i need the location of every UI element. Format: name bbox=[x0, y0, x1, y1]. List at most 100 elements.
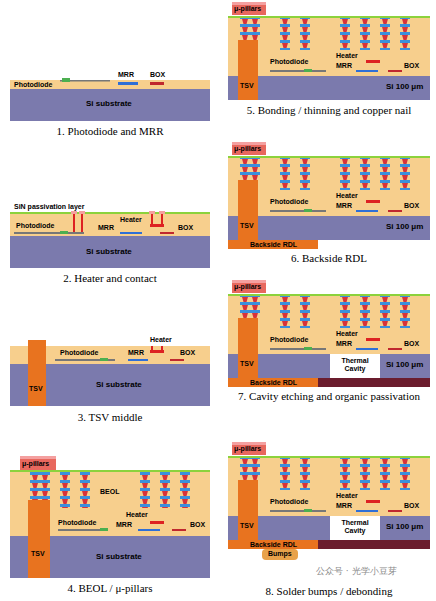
layer-shape bbox=[262, 549, 298, 560]
part-label: Si substrate bbox=[96, 552, 142, 561]
layer-shape bbox=[30, 472, 50, 500]
part-label: Si 100 μm bbox=[386, 522, 423, 531]
layer-shape bbox=[150, 521, 164, 524]
layer-shape bbox=[79, 211, 85, 214]
part-label: μ-pillars bbox=[234, 445, 261, 453]
layer-shape bbox=[318, 540, 430, 549]
layer-shape bbox=[20, 456, 56, 459]
part-label: Heater bbox=[336, 192, 358, 200]
layer-shape bbox=[10, 214, 210, 236]
part-label: TSV bbox=[240, 222, 254, 230]
layer-shape bbox=[10, 89, 210, 121]
part-label: Si substrate bbox=[86, 99, 132, 108]
layer-shape bbox=[330, 516, 380, 540]
layer-shape bbox=[160, 472, 170, 508]
part-label: μ-pillars bbox=[234, 5, 261, 13]
layer-shape bbox=[149, 211, 155, 214]
part-label: Photodiode bbox=[16, 222, 55, 230]
layer-shape bbox=[228, 142, 430, 240]
layer-shape bbox=[228, 378, 318, 387]
part-label: TSV bbox=[240, 360, 254, 368]
part-label: BOX bbox=[150, 71, 165, 79]
part-label: BOX bbox=[404, 340, 419, 348]
part-label: MRR bbox=[98, 224, 114, 232]
step-caption: 5. Bonding / thinning and copper nail bbox=[228, 104, 430, 117]
layer-shape bbox=[138, 529, 160, 531]
part-label: MRR bbox=[336, 340, 352, 348]
part-label: Photodiode bbox=[270, 198, 309, 206]
layer-shape bbox=[120, 232, 142, 234]
part-label: Si substrate bbox=[86, 247, 132, 256]
step3 bbox=[10, 340, 210, 406]
layer-shape bbox=[140, 472, 150, 508]
part-label: Heater bbox=[336, 330, 358, 338]
layer-shape bbox=[150, 350, 164, 353]
part-label: Thermal Cavity bbox=[330, 357, 380, 373]
part-label: BOX bbox=[404, 62, 419, 70]
layer-shape bbox=[151, 346, 153, 350]
layer-shape bbox=[160, 232, 174, 234]
part-label: SiN passivation layer bbox=[14, 203, 84, 211]
part-label: Si 100 μm bbox=[386, 82, 423, 91]
layer-shape bbox=[80, 472, 90, 508]
part-label: μ-pillars bbox=[234, 145, 261, 153]
layer-shape bbox=[60, 231, 68, 234]
layer-shape bbox=[73, 214, 75, 232]
step1 bbox=[10, 78, 210, 121]
layer-shape bbox=[228, 280, 430, 378]
layer-shape bbox=[151, 214, 153, 224]
layer-shape bbox=[10, 470, 210, 472]
layer-shape bbox=[28, 340, 46, 406]
step2 bbox=[10, 211, 210, 268]
part-label: Heater bbox=[150, 336, 172, 344]
part-label: Photodiode bbox=[270, 336, 309, 344]
layer-shape bbox=[58, 529, 108, 531]
layer-shape bbox=[330, 354, 380, 378]
part-label: Heater bbox=[336, 492, 358, 500]
watermark: 公众号 · 光学小豆芽 bbox=[316, 566, 397, 577]
layer-shape bbox=[172, 529, 186, 531]
part-label: MRR bbox=[128, 349, 144, 357]
layer-shape bbox=[161, 214, 163, 224]
part-label: Heater bbox=[120, 216, 142, 224]
step4 bbox=[10, 456, 210, 578]
part-label: TSV bbox=[31, 550, 45, 558]
part-label: Backside RDL bbox=[250, 241, 297, 249]
layer-shape bbox=[10, 236, 210, 268]
part-label: Backside RDL bbox=[250, 379, 297, 387]
layer-shape bbox=[228, 2, 430, 100]
part-label: μ-pillars bbox=[22, 460, 49, 468]
part-label: Bumps bbox=[268, 550, 292, 558]
layer-shape bbox=[228, 442, 430, 540]
layer-shape bbox=[170, 359, 184, 361]
part-label: Si 100 μm bbox=[386, 360, 423, 369]
part-label: Photodiode bbox=[60, 349, 99, 357]
part-label: Heater bbox=[336, 52, 358, 60]
layer-shape bbox=[180, 472, 190, 508]
part-label: MRR bbox=[336, 502, 352, 510]
step7 bbox=[228, 280, 430, 387]
layer-shape bbox=[100, 358, 108, 361]
step-caption: 3. TSV middle bbox=[10, 411, 210, 424]
part-label: TSV bbox=[29, 385, 43, 393]
step-caption: 6. Backside RDL bbox=[228, 252, 430, 265]
layer-shape bbox=[100, 528, 108, 531]
part-label: TSV bbox=[240, 82, 254, 90]
layer-shape bbox=[159, 211, 165, 214]
layer-shape bbox=[118, 82, 138, 85]
layer-shape bbox=[10, 80, 210, 89]
layer-shape bbox=[71, 211, 77, 214]
layer-shape bbox=[81, 214, 83, 232]
part-label: Photodiode bbox=[270, 498, 309, 506]
layer-shape bbox=[161, 346, 163, 350]
part-label: Backside RDL bbox=[250, 541, 297, 549]
layer-shape bbox=[62, 78, 70, 82]
part-label: Si 100 μm bbox=[386, 222, 423, 231]
step6 bbox=[228, 142, 430, 249]
step-caption: 8. Solder bumps / debonding bbox=[228, 585, 430, 598]
part-label: MRR bbox=[116, 521, 132, 529]
part-label: MRR bbox=[336, 202, 352, 210]
part-label: Photodiode bbox=[14, 81, 53, 89]
